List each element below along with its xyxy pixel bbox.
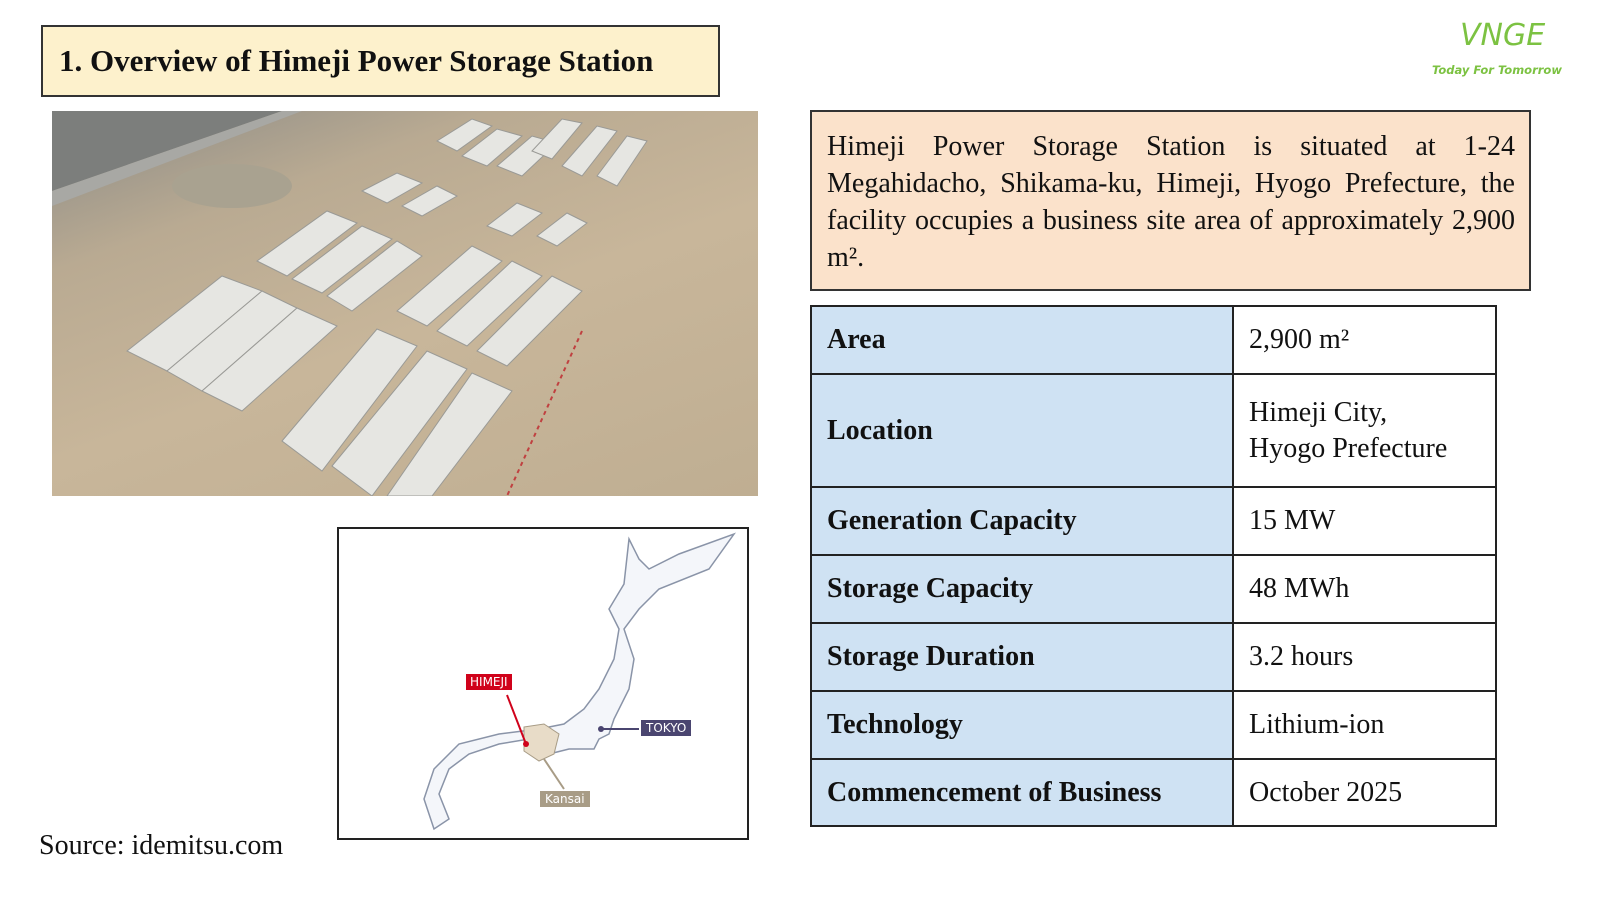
row-value: 15 MW xyxy=(1232,486,1497,556)
page-title: 1. Overview of Himeji Power Storage Stat… xyxy=(59,43,654,78)
row-value: 2,900 m² xyxy=(1232,305,1497,375)
row-value: 3.2 hours xyxy=(1232,622,1497,692)
row-value: October 2025 xyxy=(1232,758,1497,827)
row-key: Location xyxy=(810,373,1234,488)
source-note: Source: idemitsu.com xyxy=(39,830,284,861)
row-key: Storage Capacity xyxy=(810,554,1234,624)
logo-mark: VNGE xyxy=(1460,18,1546,53)
row-key: Generation Capacity xyxy=(810,486,1234,556)
row-value: 48 MWh xyxy=(1232,554,1497,624)
table-row: Location Himeji City, Hyogo Prefecture xyxy=(810,373,1497,488)
title-box: 1. Overview of Himeji Power Storage Stat… xyxy=(41,25,720,97)
row-key: Area xyxy=(810,305,1234,375)
row-value: Lithium-ion xyxy=(1232,690,1497,760)
kansai-label: Kansai xyxy=(540,791,590,807)
tokyo-label: TOKYO xyxy=(641,720,692,736)
row-value-line: Himeji City, xyxy=(1249,396,1388,428)
row-key: Commencement of Business xyxy=(810,758,1234,827)
row-value: Himeji City, Hyogo Prefecture xyxy=(1232,373,1497,488)
row-key: Storage Duration xyxy=(810,622,1234,692)
row-key: Technology xyxy=(810,690,1234,760)
himeji-label: HIMEJI xyxy=(466,674,512,690)
vnge-logo: VNGE Today For Tomorrow xyxy=(1430,14,1570,84)
japan-map: HIMEJI TOKYO Kansai xyxy=(337,527,749,840)
logo-tagline: Today For Tomorrow xyxy=(1432,63,1562,77)
description-box: Himeji Power Storage Station is situated… xyxy=(810,110,1531,291)
station-aerial-photo xyxy=(52,111,758,496)
row-value-line: Hyogo Prefecture xyxy=(1249,432,1448,464)
